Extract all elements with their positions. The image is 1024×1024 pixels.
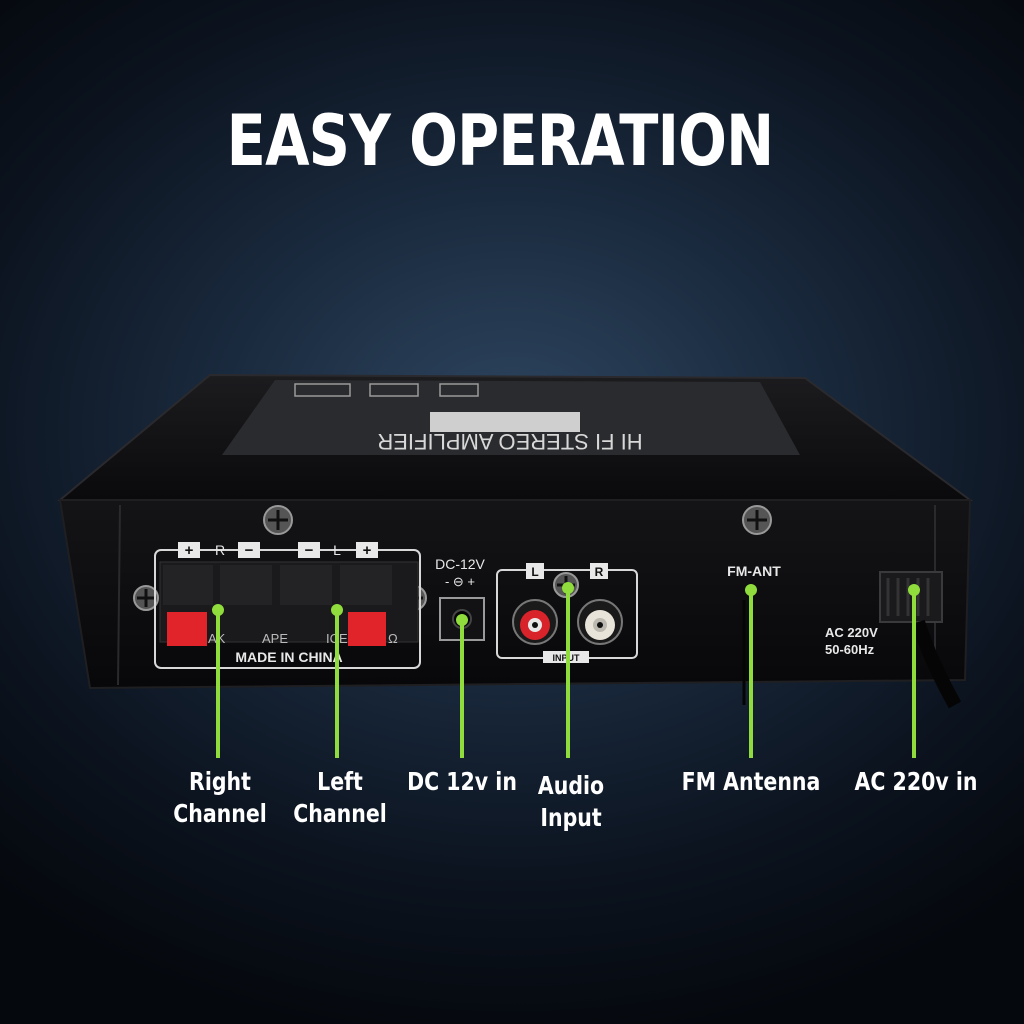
svg-text:−: − (245, 542, 254, 559)
plate-icon-box (439, 383, 479, 397)
rca-left-jack-icon (512, 599, 558, 645)
svg-text:+: + (185, 542, 194, 559)
callout-dot (908, 584, 920, 596)
dc-polarity: - ⊖ + (445, 574, 475, 589)
svg-text:+: + (363, 542, 372, 559)
power-cord-icon (879, 571, 962, 709)
plate-icon-box (294, 383, 351, 397)
plate-badge (430, 412, 580, 432)
svg-text:APE: APE (262, 631, 288, 646)
top-label-text: HI FI STEREO AMPLIFIER (377, 429, 642, 454)
screw-icon (742, 505, 772, 535)
callout-fm-antenna: FM Antenna (681, 767, 821, 796)
callout-dot (331, 604, 343, 616)
callout-right-channel: Right Channel (173, 767, 267, 828)
svg-text:L: L (333, 542, 341, 558)
red-terminal-icon (167, 612, 207, 646)
rca-right-jack-icon (577, 599, 623, 645)
callout-ac-220v-in: AC 220v in (854, 767, 978, 796)
speaker-block-outline (154, 549, 421, 669)
screw-icon (263, 505, 293, 535)
callout-left-channel: Left Channel (293, 767, 387, 828)
screw-icon (133, 585, 159, 611)
ac-voltage-label: AC 220V (825, 625, 878, 640)
plate-icon-box (369, 383, 419, 397)
svg-text:Ω: Ω (388, 631, 398, 646)
callout-dot (212, 604, 224, 616)
callout-dot (745, 584, 757, 596)
svg-text:R: R (215, 542, 225, 558)
callout-dot (456, 614, 468, 626)
dc-label: DC-12V (435, 556, 485, 572)
red-terminal-icon (348, 612, 386, 646)
headline: EASY OPERATION (226, 100, 774, 182)
rca-left-label: L (531, 565, 538, 579)
callout-audio-input: Audio Input (537, 771, 605, 832)
ac-frequency-label: 50-60Hz (825, 642, 875, 657)
rca-right-label: R (595, 565, 604, 579)
svg-text:−: − (305, 542, 314, 559)
made-in-label: MADE IN CHINA (235, 649, 342, 665)
fm-label: FM-ANT (727, 563, 781, 579)
callout-lines (212, 582, 920, 758)
speaker-terminal-signs: + R − − L + (178, 542, 378, 559)
callout-dc-12v-in: DC 12v in (407, 767, 517, 796)
callout-dot (562, 582, 574, 594)
